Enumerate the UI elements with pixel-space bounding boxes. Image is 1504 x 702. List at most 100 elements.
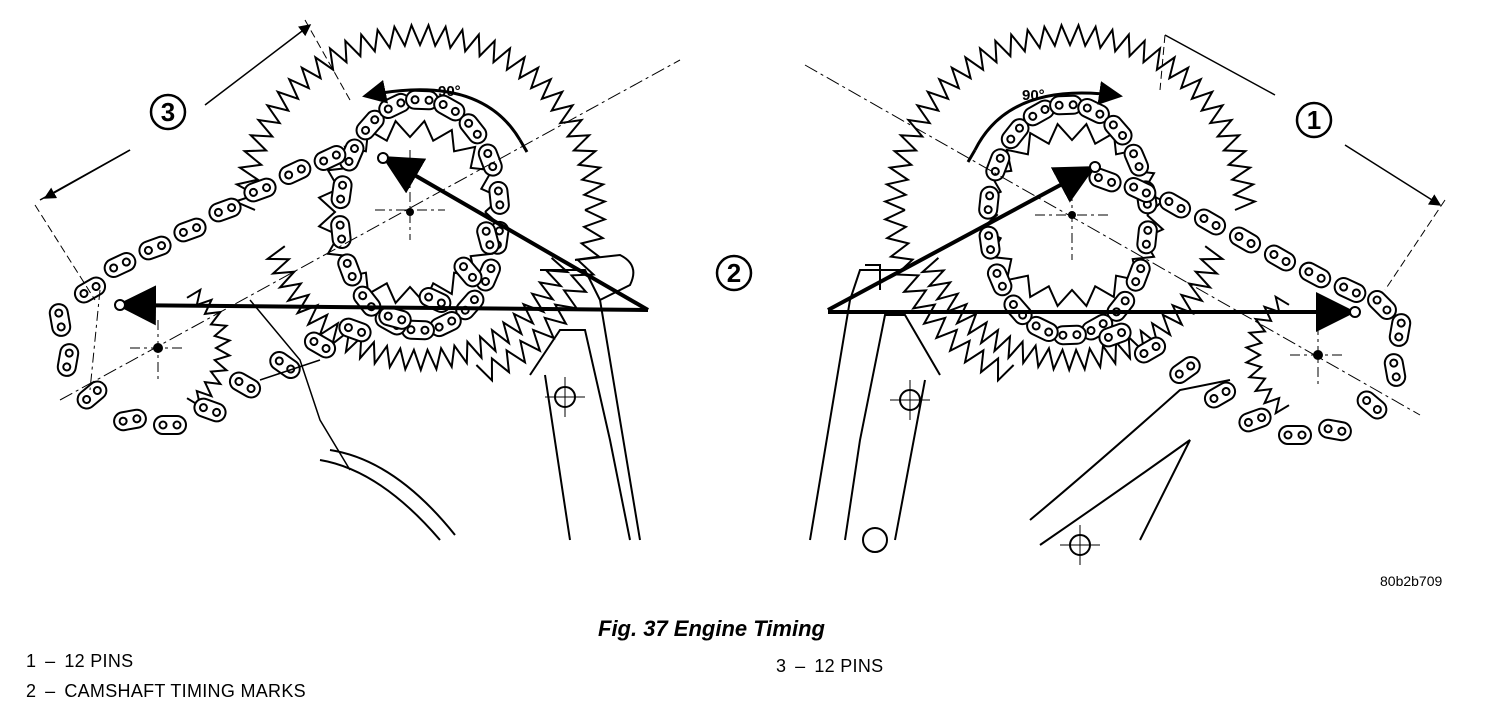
left-timing-arrow-diagonal: [381, 155, 650, 312]
chain-link: [337, 253, 363, 287]
chain-link: [339, 138, 365, 172]
left-tensioner-arm: [529, 329, 631, 541]
chain-link: [1298, 261, 1332, 289]
chain-link: [978, 225, 1001, 260]
legend-item-3: 3–12 PINS: [776, 656, 883, 677]
right-view: 90°: [804, 22, 1445, 565]
right-curved-guide: [1029, 379, 1231, 546]
chain-link: [1356, 390, 1388, 420]
chain-link: [103, 252, 137, 278]
chain-link: [1228, 226, 1262, 254]
chain-link: [193, 397, 227, 423]
sprocket-teeth: [919, 245, 1226, 374]
left-90-degree-arc: [362, 79, 522, 141]
callout-3: 3: [149, 93, 187, 131]
left-timing-chain: [48, 89, 510, 435]
chain-link: [1103, 114, 1133, 146]
left-view: 90°: [34, 20, 681, 541]
chain-link: [1367, 290, 1397, 320]
chain-link: [1022, 99, 1055, 127]
chain-link: [1383, 353, 1407, 387]
chain-link: [1123, 177, 1157, 203]
callout-2: 2: [715, 254, 753, 292]
chain-link: [1098, 322, 1132, 348]
chain-link: [208, 197, 242, 223]
legend-text: 12 PINS: [814, 656, 884, 676]
chain-link: [477, 143, 503, 177]
chain-link: [1318, 418, 1352, 442]
engine-timing-diagram: 90° 90° 1: [34, 0, 1504, 565]
chain-link: [173, 217, 207, 243]
svg-text:3: 3: [161, 97, 175, 127]
legend-separator: –: [45, 681, 56, 701]
chain-link: [1203, 381, 1237, 409]
chain-link: [153, 415, 187, 435]
callout-1: 1: [1295, 101, 1333, 139]
chain-link: [76, 380, 108, 410]
chain-link: [1049, 94, 1084, 116]
left-inner-sprocket: [317, 119, 503, 305]
chain-link: [1125, 258, 1151, 292]
chain-link: [453, 256, 483, 288]
chain-link: [978, 185, 1000, 220]
chain-link: [1000, 118, 1030, 150]
legend-text: CAMSHAFT TIMING MARKS: [64, 681, 306, 701]
chain-link: [1136, 220, 1158, 255]
right-large-sprocket: [882, 22, 1258, 383]
chain-link: [1333, 277, 1367, 303]
legend-number: 3: [776, 656, 787, 676]
sprocket-teeth: [882, 22, 1258, 211]
svg-text:2: 2: [727, 258, 741, 288]
chain-link: [418, 287, 452, 313]
chain-link: [985, 148, 1011, 182]
left-angle-label: 90°: [438, 83, 461, 100]
chain-link: [1193, 208, 1227, 236]
right-cam-sprocket: [1243, 294, 1290, 416]
chain-link: [56, 343, 80, 377]
sprocket-teeth: [1243, 294, 1290, 416]
right-90-degree-arc: [973, 81, 1123, 151]
sprocket-teeth: [317, 119, 503, 305]
chain-link: [1388, 313, 1412, 347]
chain-link: [113, 408, 147, 432]
chain-link: [405, 89, 440, 111]
chain-link: [313, 145, 347, 171]
sprocket-teeth: [475, 209, 608, 383]
right-chain-guide: [809, 264, 900, 541]
left-center-line: [59, 59, 681, 401]
chain-link: [1081, 313, 1114, 341]
chain-link: [1238, 407, 1272, 433]
chain-link: [1133, 336, 1167, 364]
legend-number: 2: [26, 681, 37, 701]
chain-link: [1169, 355, 1201, 385]
chain-link: [138, 235, 172, 261]
chain-link: [355, 109, 385, 141]
left-timing-arrow-horizontal: [116, 285, 649, 326]
chain-link: [1263, 244, 1297, 272]
legend-text: 12 PINS: [64, 651, 134, 671]
right-tensioner-arm: [844, 314, 941, 541]
chain-link: [1123, 143, 1150, 177]
right-angle-label: 90°: [1022, 87, 1045, 104]
left-chain-guide: [540, 253, 641, 541]
legend-separator: –: [795, 656, 806, 676]
chain-link: [330, 215, 352, 250]
left-curved-guide: [319, 449, 456, 541]
right-timing-chain: [978, 94, 1412, 445]
chain-link: [228, 371, 262, 399]
sprocket-teeth: [882, 209, 1015, 383]
chain-link: [986, 263, 1013, 297]
chain-link: [338, 317, 372, 343]
right-center-line: [804, 64, 1421, 416]
image-reference-code: 80b2b709: [1380, 573, 1443, 589]
chain-link: [48, 303, 72, 337]
chain-link: [476, 221, 500, 255]
figure-caption: Fig. 37 Engine Timing: [598, 616, 825, 641]
chain-link: [475, 258, 501, 292]
chain-link: [458, 113, 488, 145]
chain-link: [278, 159, 312, 185]
chain-link: [73, 276, 107, 304]
sprocket-teeth: [232, 22, 608, 211]
chain-link: [330, 175, 353, 210]
legend-number: 1: [26, 651, 37, 671]
